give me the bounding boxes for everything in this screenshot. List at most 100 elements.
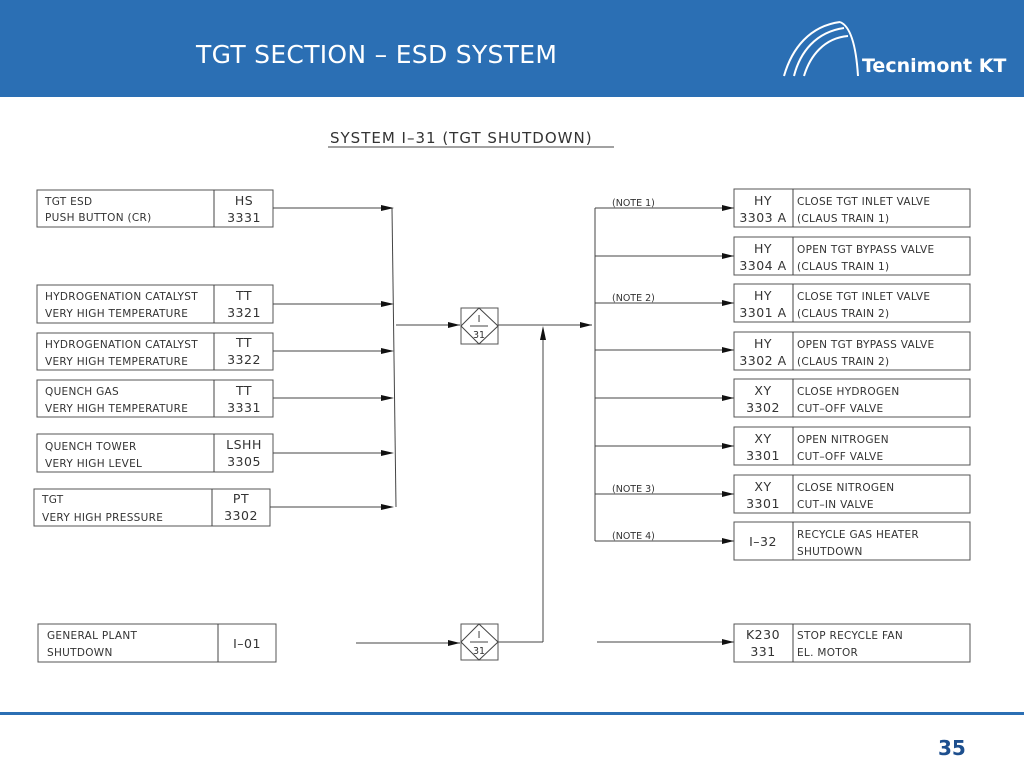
- output-line1: OPEN TGT BYPASS VALVE: [797, 244, 934, 256]
- slide-header: TGT SECTION – ESD SYSTEM Tecnimont KT: [0, 0, 1024, 97]
- output-tag1: HY: [754, 193, 772, 208]
- output-box: HY 3304 A OPEN TGT BYPASS VALVE (CLAUS T…: [733, 236, 971, 276]
- logic-block: I 31: [460, 307, 499, 345]
- input-tag2: 3331: [227, 210, 261, 225]
- input-line1: GENERAL PLANT: [47, 630, 138, 642]
- input-connectors: [270, 207, 460, 644]
- output-box: K230 331 STOP RECYCLE FAN EL. MOTOR: [733, 623, 971, 663]
- output-tag2: 3303 A: [739, 210, 786, 225]
- input-line2: VERY HIGH PRESSURE: [42, 512, 163, 524]
- input-line1: TGT ESD: [44, 196, 92, 208]
- output-box: I–32 RECYCLE GAS HEATER SHUTDOWN: [733, 521, 971, 561]
- output-tag2: 3301 A: [739, 305, 786, 320]
- logic-connectors: [498, 208, 734, 643]
- output-tag2: 3302: [746, 400, 780, 415]
- output-tag1: HY: [754, 241, 772, 256]
- input-line1: HYDROGENATION CATALYST: [45, 291, 198, 303]
- input-tag1: TT: [235, 335, 252, 350]
- input-line2: VERY HIGH LEVEL: [45, 458, 142, 470]
- logic-top: I: [478, 630, 481, 641]
- input-line2: VERY HIGH TEMPERATURE: [45, 403, 188, 415]
- output-box: XY 3301 OPEN NITROGEN CUT–OFF VALVE: [733, 426, 971, 466]
- input-box: GENERAL PLANT SHUTDOWN I–01: [37, 623, 277, 663]
- note-label: (NOTE 2): [612, 293, 655, 304]
- output-line2: CUT–IN VALVE: [797, 499, 874, 511]
- output-line2: (CLAUS TRAIN 1): [797, 261, 889, 273]
- output-line1: CLOSE TGT INLET VALVE: [797, 291, 930, 303]
- input-line1: TGT: [41, 494, 64, 506]
- output-tag2: 3301: [746, 496, 780, 511]
- input-tag2: 3302: [224, 508, 258, 523]
- output-tag1: K230: [746, 627, 780, 642]
- output-tag2: 3302 A: [739, 353, 786, 368]
- output-box: HY 3303 A CLOSE TGT INLET VALVE (CLAUS T…: [733, 188, 971, 228]
- input-box: QUENCH GAS VERY HIGH TEMPERATURE TT 3331: [36, 379, 274, 418]
- input-box: TGT VERY HIGH PRESSURE PT 3302: [33, 488, 271, 527]
- logic-top: I: [478, 314, 481, 325]
- logo-text: Tecnimont KT: [862, 55, 1007, 77]
- output-line2: CUT–OFF VALVE: [797, 403, 883, 415]
- output-line2: SHUTDOWN: [797, 546, 863, 558]
- system-title: SYSTEM I–31 (TGT SHUTDOWN): [330, 129, 593, 147]
- output-line1: CLOSE TGT INLET VALVE: [797, 196, 930, 208]
- footer-divider: [0, 712, 1024, 715]
- output-tag1: XY: [754, 431, 771, 446]
- output-tag1: XY: [754, 479, 771, 494]
- logic-block: I 31: [460, 623, 499, 661]
- input-tag2: 3321: [227, 305, 261, 320]
- input-arrows: [381, 205, 460, 646]
- input-line2: SHUTDOWN: [47, 647, 113, 659]
- input-tag2: 3305: [227, 454, 261, 469]
- input-tag1: TT: [235, 383, 252, 398]
- esd-logic-diagram: SYSTEM I–31 (TGT SHUTDOWN) TGT ESD PUSH …: [33, 129, 971, 663]
- input-box: HYDROGENATION CATALYST VERY HIGH TEMPERA…: [36, 284, 274, 324]
- output-line1: CLOSE HYDROGEN: [797, 386, 900, 398]
- output-line2: (CLAUS TRAIN 1): [797, 213, 889, 225]
- output-tag1: HY: [754, 288, 772, 303]
- output-box: HY 3302 A OPEN TGT BYPASS VALVE (CLAUS T…: [733, 331, 971, 371]
- input-box: TGT ESD PUSH BUTTON (CR) HS 3331: [36, 189, 274, 228]
- logic-bottom: 31: [473, 646, 485, 657]
- note-label: (NOTE 1): [612, 198, 655, 209]
- output-tag2: 331: [750, 644, 775, 659]
- input-line1: QUENCH GAS: [45, 386, 119, 398]
- note-label: (NOTE 4): [612, 531, 655, 542]
- output-tag1: HY: [754, 336, 772, 351]
- tecnimont-logo-icon: [783, 21, 859, 77]
- output-connectors: [595, 207, 734, 542]
- output-box: XY 3302 CLOSE HYDROGEN CUT–OFF VALVE: [733, 378, 971, 418]
- page-number: 35: [938, 736, 966, 760]
- output-arrows: [722, 205, 734, 645]
- output-line2: EL. MOTOR: [797, 647, 858, 659]
- input-tag1: LSHH: [226, 437, 262, 452]
- output-box: HY 3301 A CLOSE TGT INLET VALVE (CLAUS T…: [733, 283, 971, 323]
- input-box: HYDROGENATION CATALYST VERY HIGH TEMPERA…: [36, 332, 274, 371]
- slide-title: TGT SECTION – ESD SYSTEM: [196, 40, 558, 69]
- output-line1: RECYCLE GAS HEATER: [797, 529, 919, 541]
- output-line1: STOP RECYCLE FAN: [797, 630, 903, 642]
- output-line2: CUT–OFF VALVE: [797, 451, 883, 463]
- output-tag2: 3304 A: [739, 258, 786, 273]
- input-tag2: 3322: [227, 352, 261, 367]
- output-line2: (CLAUS TRAIN 2): [797, 356, 889, 368]
- output-tag1: I–32: [749, 534, 777, 549]
- input-line1: HYDROGENATION CATALYST: [45, 339, 198, 351]
- output-line1: CLOSE NITROGEN: [797, 482, 894, 494]
- output-tag2: 3301: [746, 448, 780, 463]
- output-line2: (CLAUS TRAIN 2): [797, 308, 889, 320]
- input-tag1: I–01: [233, 636, 261, 651]
- output-line1: OPEN TGT BYPASS VALVE: [797, 339, 934, 351]
- input-tag2: 3331: [227, 400, 261, 415]
- input-box: QUENCH TOWER VERY HIGH LEVEL LSHH 3305: [36, 433, 274, 473]
- output-line1: OPEN NITROGEN: [797, 434, 889, 446]
- input-tag1: HS: [235, 193, 253, 208]
- input-line2: PUSH BUTTON (CR): [45, 212, 152, 224]
- logic-bottom: 31: [473, 330, 485, 341]
- input-line2: VERY HIGH TEMPERATURE: [45, 356, 188, 368]
- output-tag1: XY: [754, 383, 771, 398]
- input-tag1: PT: [233, 491, 249, 506]
- note-label: (NOTE 3): [612, 484, 655, 495]
- input-line2: VERY HIGH TEMPERATURE: [45, 308, 188, 320]
- output-box: XY 3301 CLOSE NITROGEN CUT–IN VALVE: [733, 474, 971, 514]
- input-tag1: TT: [235, 288, 252, 303]
